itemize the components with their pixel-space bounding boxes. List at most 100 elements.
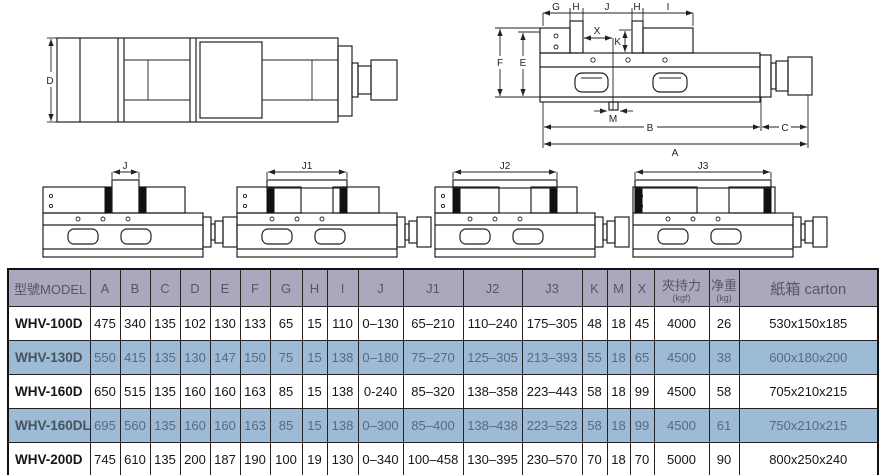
col-header-c: C <box>149 268 181 307</box>
col-header-m: M <box>606 268 631 307</box>
col-header-a: A <box>89 268 121 307</box>
value-cell: 223–443 <box>521 374 583 409</box>
value-cell: 0–300 <box>357 408 404 443</box>
value-cell: 100–458 <box>402 442 464 475</box>
value-cell: 200 <box>179 442 211 475</box>
value-cell: 99 <box>629 374 655 409</box>
dim-label-b: B <box>647 123 654 134</box>
col-header-h: H <box>301 268 328 307</box>
value-cell: 133 <box>239 306 271 341</box>
col-header-k: K <box>581 268 608 307</box>
clamp-diagram-j2: J2 <box>434 161 630 258</box>
value-cell: 560 <box>119 408 151 443</box>
value-cell: 18 <box>606 340 631 375</box>
value-cell: 150 <box>239 340 271 375</box>
clamp-label-j1: J1 <box>302 161 313 172</box>
value-cell: 15 <box>301 408 328 443</box>
clamp-diagram-j3: J3 <box>632 161 828 258</box>
value-cell: 110–240 <box>462 306 523 341</box>
clamp-label-j2: J2 <box>500 161 511 172</box>
model-cell: WHV-160DL <box>7 408 91 443</box>
value-cell: 160 <box>179 374 211 409</box>
dim-bottom: M B C A <box>542 95 809 159</box>
col-header-j3: J3 <box>521 268 583 307</box>
value-cell: 187 <box>209 442 241 475</box>
model-cell: WHV-130D <box>7 340 91 375</box>
col-header-f: F <box>239 268 271 307</box>
value-cell: 0-240 <box>357 374 404 409</box>
value-cell: 85 <box>269 374 303 409</box>
value-cell: 15 <box>301 374 328 409</box>
col-header-g: G <box>269 268 303 307</box>
value-cell: 160 <box>209 408 241 443</box>
value-cell: 15 <box>301 306 328 341</box>
value-cell: 530x150x185 <box>738 306 879 341</box>
model-cell: WHV-160D <box>7 374 91 409</box>
value-cell: 110 <box>326 306 359 341</box>
value-cell: 90 <box>708 442 740 475</box>
value-cell: 55 <box>581 340 608 375</box>
dim-D: D <box>45 37 57 123</box>
value-cell: 58 <box>581 408 608 443</box>
dim-label-c: C <box>781 123 788 134</box>
value-cell: 70 <box>629 442 655 475</box>
value-cell: 4500 <box>653 340 710 375</box>
value-cell: 38 <box>708 340 740 375</box>
dim-label-h1: H <box>572 2 579 13</box>
col-header-d: D <box>179 268 211 307</box>
clamping-diagrams-strip: J J1 J2 <box>42 161 828 258</box>
dim-top-chain: G H J H I <box>542 2 694 26</box>
value-cell: 26 <box>708 306 740 341</box>
value-cell: 695 <box>89 408 121 443</box>
value-cell: 61 <box>708 408 740 443</box>
value-cell: 65 <box>269 306 303 341</box>
col-header-j2: J2 <box>462 268 523 307</box>
value-cell: 650 <box>89 374 121 409</box>
value-cell: 340 <box>119 306 151 341</box>
value-cell: 223–523 <box>521 408 583 443</box>
table-header-row: 型號MODEL A B C D E F G H I J J1 J2 J3 K M… <box>7 268 879 307</box>
value-cell: 18 <box>606 442 631 475</box>
value-cell: 138 <box>326 374 359 409</box>
value-cell: 45 <box>629 306 655 341</box>
net-weight-header: 净重 (kg) <box>708 268 740 307</box>
value-cell: 175–305 <box>521 306 583 341</box>
value-cell: 160 <box>179 408 211 443</box>
value-cell: 160 <box>209 374 241 409</box>
top-view-drawing: D <box>45 37 398 123</box>
value-cell: 745 <box>89 442 121 475</box>
value-cell: 190 <box>239 442 271 475</box>
value-cell: 415 <box>119 340 151 375</box>
clamp-force-unit: (kgf) <box>672 292 691 303</box>
value-cell: 5000 <box>653 442 710 475</box>
value-cell: 65 <box>629 340 655 375</box>
value-cell: 85 <box>269 408 303 443</box>
net-weight-unit: (kg) <box>716 292 732 303</box>
value-cell: 750x210x215 <box>738 408 879 443</box>
value-cell: 65–210 <box>402 306 464 341</box>
value-cell: 18 <box>606 408 631 443</box>
value-cell: 19 <box>301 442 328 475</box>
value-cell: 163 <box>239 374 271 409</box>
side-view-drawing: G H J H I F E X K <box>494 2 813 159</box>
value-cell: 135 <box>149 374 181 409</box>
model-header: 型號MODEL <box>7 268 91 307</box>
dim-label-h2: H <box>633 2 640 13</box>
model-cell: WHV-100D <box>7 306 91 341</box>
value-cell: 15 <box>301 340 328 375</box>
value-cell: 0–340 <box>357 442 404 475</box>
value-cell: 138–438 <box>462 408 523 443</box>
col-header-x: X <box>629 268 655 307</box>
value-cell: 135 <box>149 408 181 443</box>
value-cell: 213–393 <box>521 340 583 375</box>
value-cell: 70 <box>581 442 608 475</box>
clamp-diagram-j1: J1 <box>236 161 432 258</box>
value-cell: 130 <box>179 340 211 375</box>
value-cell: 18 <box>606 374 631 409</box>
col-header-i: I <box>326 268 359 307</box>
dim-label-i: I <box>667 2 670 13</box>
dim-label-a: A <box>672 148 679 159</box>
value-cell: 0–130 <box>357 306 404 341</box>
